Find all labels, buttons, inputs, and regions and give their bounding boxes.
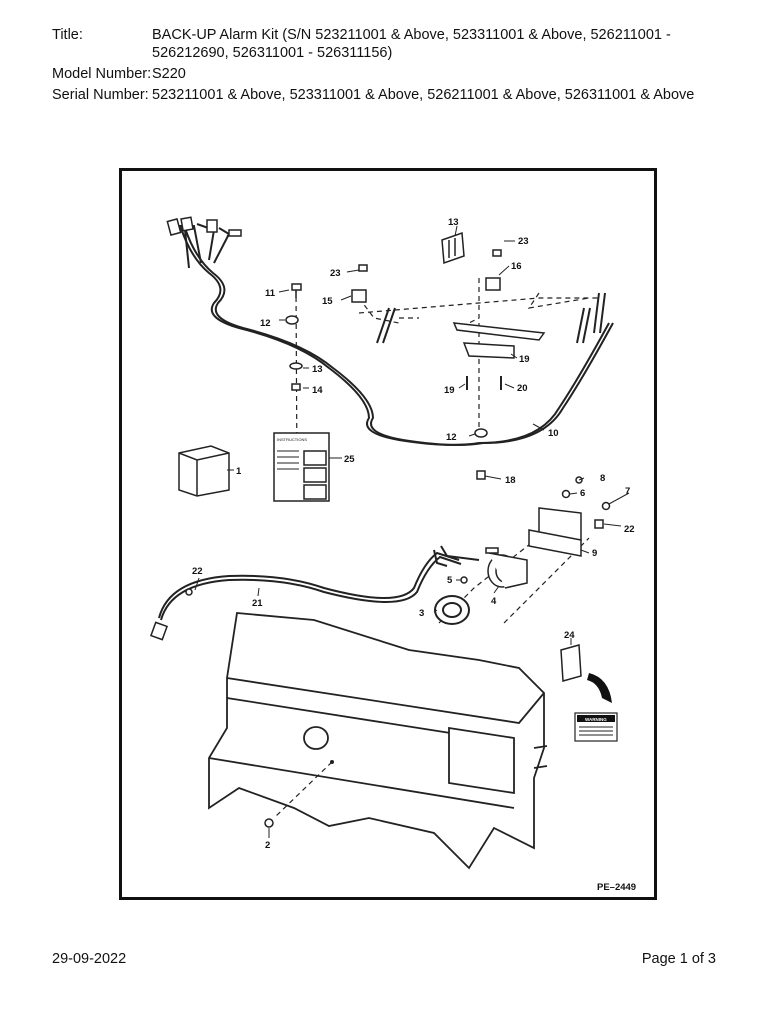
figure-id: PE–2449	[597, 882, 636, 893]
callout: 22	[624, 524, 635, 535]
plug-2	[264, 818, 274, 828]
callout: 23	[518, 236, 529, 247]
decal-24	[560, 644, 582, 682]
callout: 4	[491, 596, 497, 607]
instruction-sheet-25	[273, 432, 330, 502]
model-label: Model Number:	[52, 66, 152, 82]
callout: 20	[517, 383, 528, 394]
footer-date: 29-09-2022	[52, 951, 127, 967]
callout: 11	[265, 288, 276, 299]
callout: 1	[236, 466, 242, 477]
wire-connectors	[166, 216, 242, 237]
bracket-18	[452, 322, 546, 359]
serial-value: 523211001 & Above, 523311001 & Above, 52…	[152, 87, 695, 103]
warning-decal: WARNING	[574, 712, 618, 742]
callout: 14	[312, 385, 323, 396]
callout: 9	[592, 548, 597, 559]
callout: 15	[322, 296, 333, 307]
warning-label: WARNING	[585, 717, 607, 722]
machine-body	[208, 612, 548, 870]
title-row: Title: BACK-UP Alarm Kit (S/N 523211001 …	[52, 26, 732, 62]
callout: 21	[252, 598, 263, 609]
callout: 7	[625, 486, 630, 497]
callout-numbers: 13 23 23 16 11 15 12 19 13 14 19 20 12 1…	[192, 217, 635, 851]
alarm-bracket-9	[528, 507, 582, 557]
serial-row: Serial Number: 523211001 & Above, 523311…	[52, 86, 732, 104]
bolts-19	[466, 376, 502, 390]
callout: 12	[446, 432, 457, 443]
arrow-pointer	[587, 673, 612, 703]
callout: 18	[505, 475, 516, 486]
serial-label: Serial Number:	[52, 87, 149, 103]
screw-5	[460, 576, 468, 584]
harness-terminals	[376, 292, 606, 344]
callout: 13	[312, 364, 323, 375]
model-value: S220	[152, 66, 186, 82]
parts-diagram: INSTRUCTIONS WAR	[119, 168, 657, 900]
callout: 5	[447, 575, 453, 586]
connector-21	[150, 588, 193, 641]
document-header: Title: BACK-UP Alarm Kit (S/N 523211001 …	[52, 26, 732, 107]
callout: 19	[519, 354, 530, 365]
bolt-11	[285, 283, 303, 391]
callout: 16	[511, 261, 522, 272]
callout: 3	[419, 608, 424, 619]
clamp-12-lower	[474, 428, 488, 480]
grommet-3	[434, 595, 470, 625]
leader-line-2	[273, 761, 333, 819]
clip-23	[358, 249, 502, 272]
callout: 23	[330, 268, 341, 279]
footer-page-number: Page 1 of 3	[641, 951, 716, 967]
callout: 22	[192, 566, 203, 577]
callout: 19	[444, 385, 455, 396]
callout: 8	[600, 473, 605, 484]
instructions-label: INSTRUCTIONS	[277, 437, 307, 442]
model-row: Model Number: S220	[52, 65, 732, 83]
nuts	[561, 476, 611, 529]
callout: 13	[448, 217, 459, 228]
callout: 25	[344, 454, 355, 465]
callout: 10	[548, 428, 559, 439]
clamp-16	[351, 277, 501, 303]
box-1	[178, 445, 230, 497]
lower-harness-20	[158, 545, 480, 621]
callout: 24	[564, 630, 575, 641]
callout: 6	[580, 488, 585, 499]
alarm-unit-4	[485, 547, 528, 589]
callout-leaders	[194, 225, 630, 838]
title-value: BACK-UP Alarm Kit (S/N 523211001 & Above…	[152, 27, 671, 61]
callout: 12	[260, 318, 271, 329]
title-label: Title:	[52, 27, 83, 43]
callout: 2	[265, 840, 270, 851]
